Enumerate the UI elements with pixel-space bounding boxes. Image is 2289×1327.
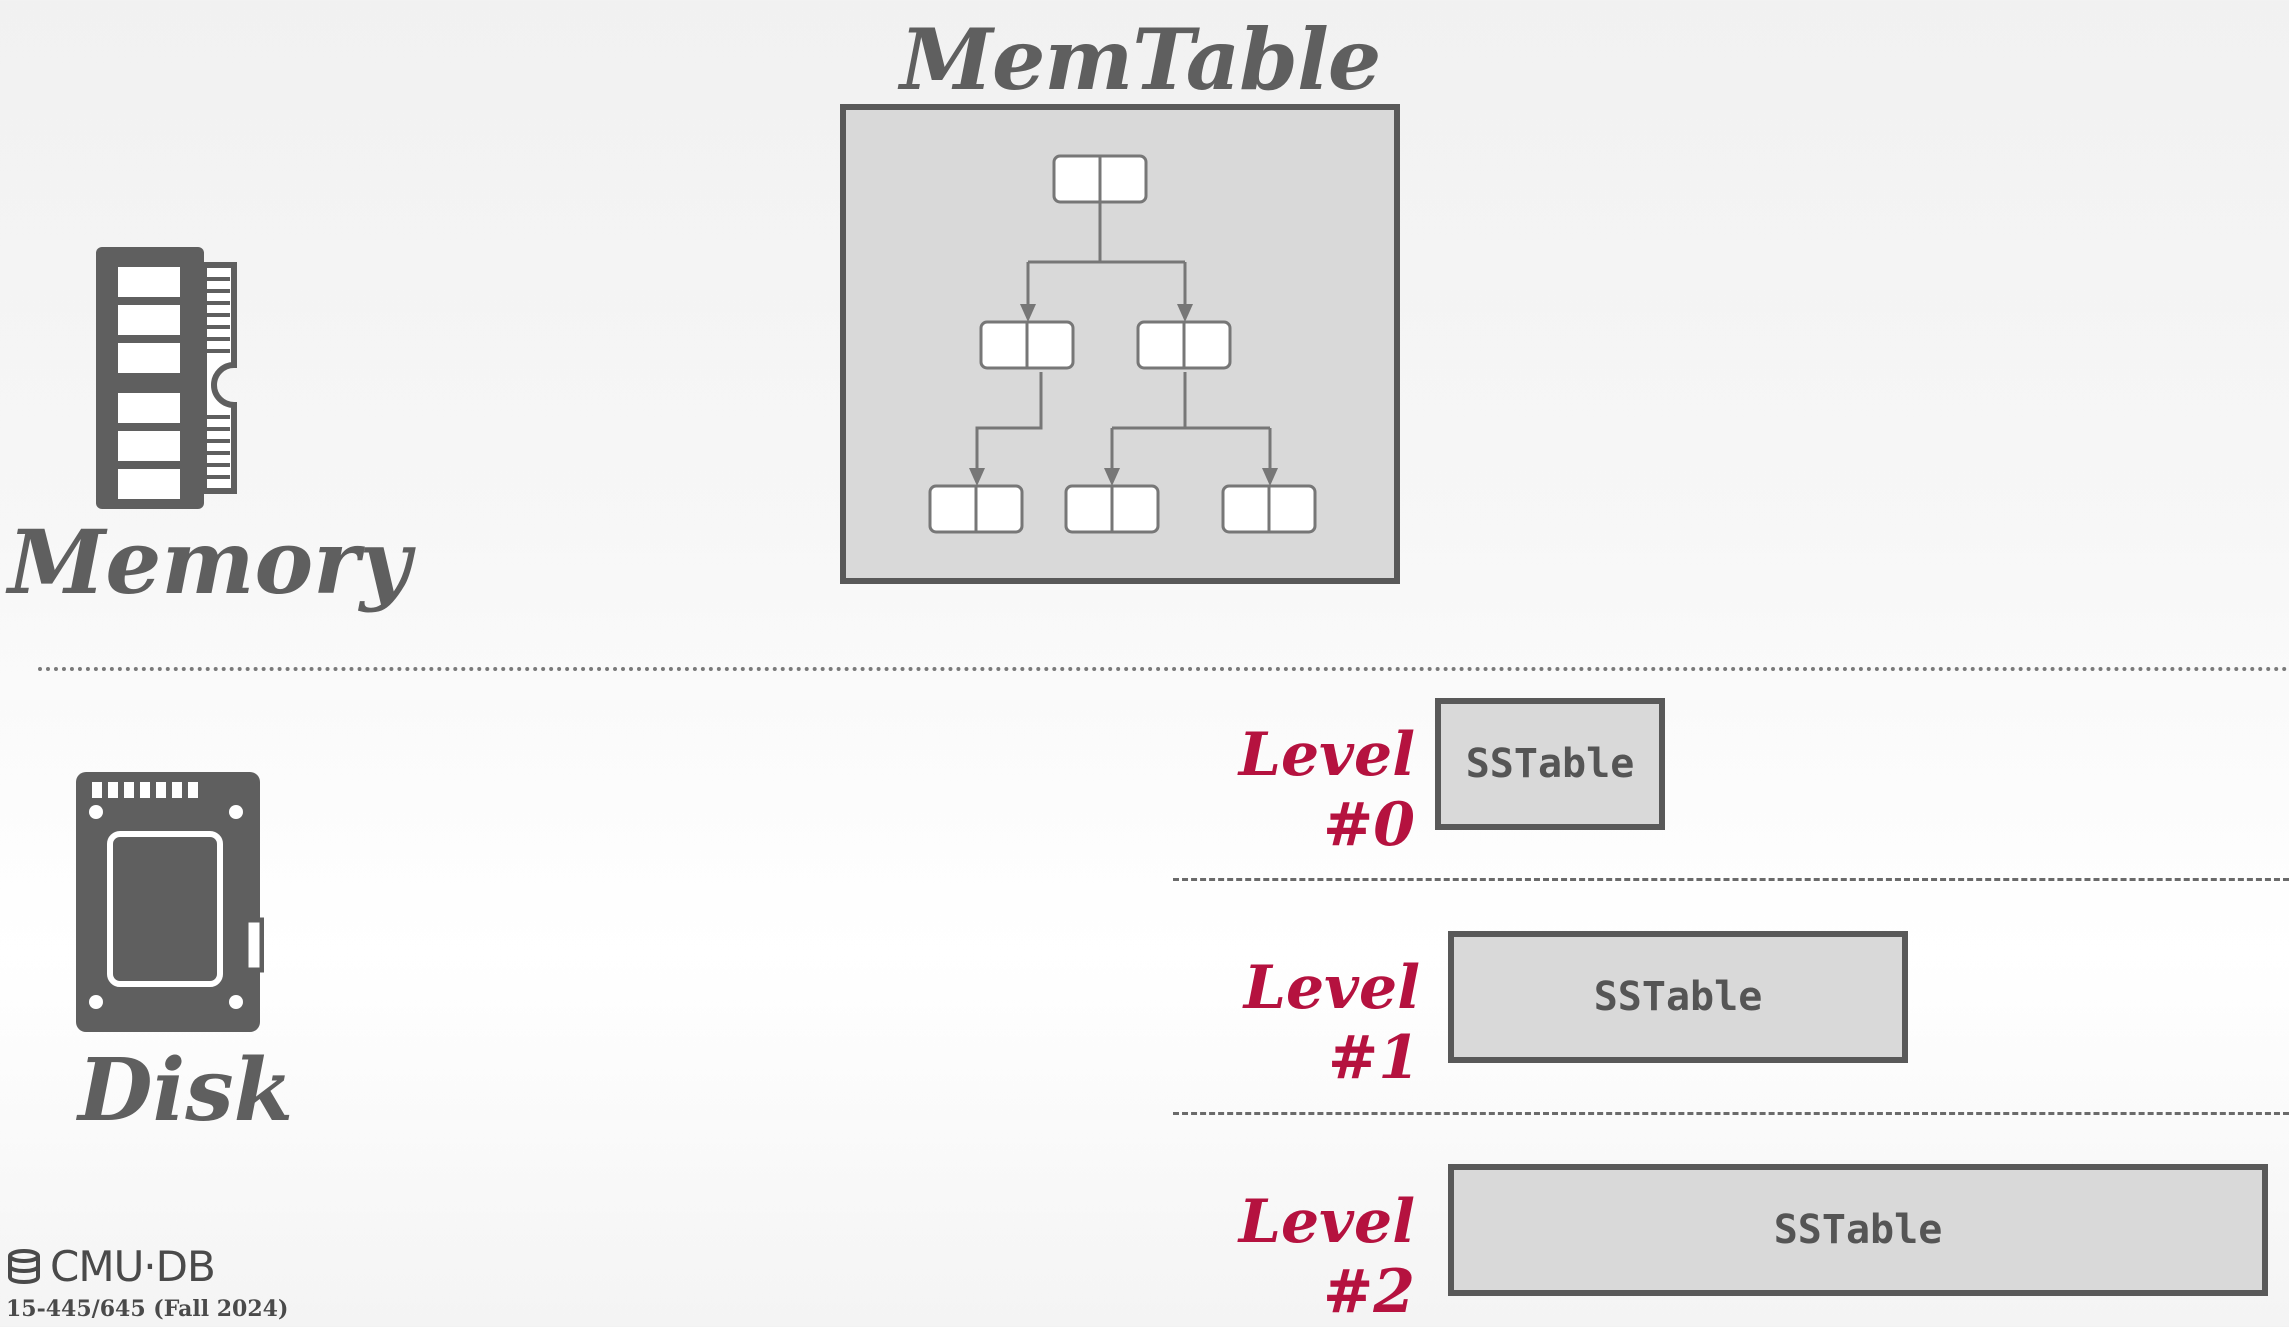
level-divider (1173, 878, 2289, 881)
memory-label: Memory (8, 510, 411, 614)
level-divider (1173, 1112, 2289, 1115)
memory-disk-divider (38, 667, 2289, 671)
disk-label: Disk (78, 1040, 294, 1141)
level-0-label: Level #0 (1238, 720, 1415, 860)
memtable-tree (928, 154, 1317, 534)
course-label: 15-445/645 (Fall 2024) (6, 1296, 289, 1322)
memtable-title: MemTable (900, 10, 1381, 109)
brand-text: CMU·DB (50, 1242, 216, 1291)
tree-arrow (1177, 304, 1193, 322)
ssd-icon (76, 772, 264, 1032)
tree-arrow (1020, 304, 1036, 322)
level-2-label: Level #2 (1238, 1187, 1415, 1327)
cmu-db-logo: CMU·DB (6, 1242, 216, 1291)
level-2-sstable: SSTable (1448, 1164, 2268, 1296)
level-1-sstable: SSTable (1448, 931, 1908, 1063)
tree-arrow (969, 468, 985, 486)
tree-arrow (1262, 468, 1278, 486)
database-icon (8, 1248, 40, 1284)
ram-icon (96, 247, 237, 509)
level-1-label: Level #1 (1243, 953, 1420, 1093)
tree-arrow (1104, 468, 1120, 486)
level-0-sstable: SSTable (1435, 698, 1665, 830)
